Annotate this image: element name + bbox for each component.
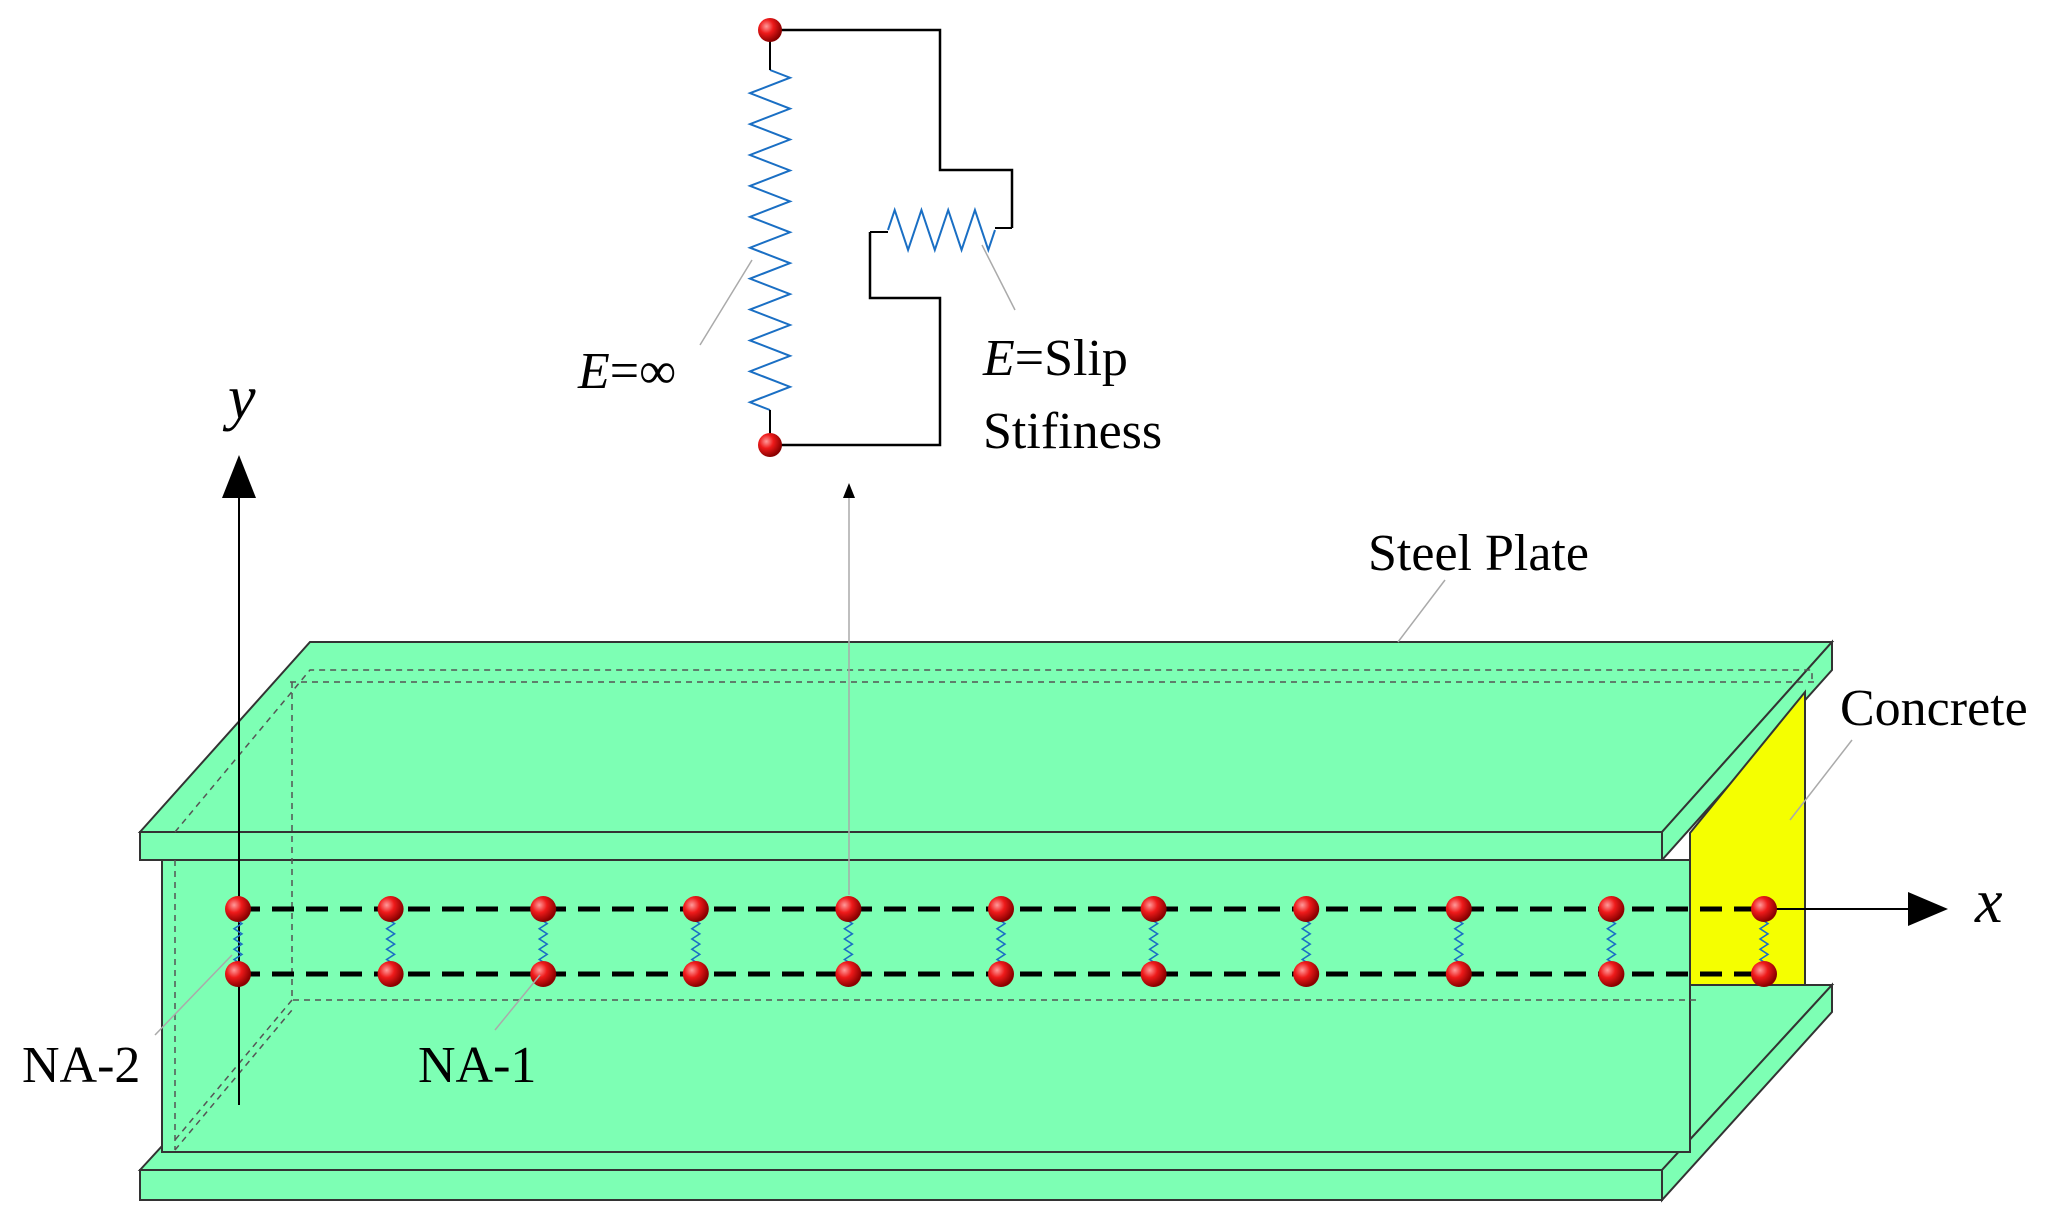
rigid-spring-leader	[699, 259, 753, 346]
rigid-spring-label-value: =∞	[610, 343, 676, 400]
interface-node-bottom	[1598, 961, 1625, 987]
y-axis-arrowhead	[222, 455, 256, 498]
interface-node-bottom	[1140, 961, 1167, 987]
interface-spring	[995, 920, 1007, 963]
interface-node-bottom	[835, 961, 862, 987]
interface-springs	[225, 896, 1777, 987]
interface-node-top	[1598, 896, 1625, 922]
interface-node-bottom	[1751, 961, 1777, 987]
slip-spring	[887, 206, 996, 254]
interface-node-bottom	[1445, 961, 1472, 987]
interface-node-bottom	[988, 961, 1014, 987]
hidden-edges	[174, 669, 1815, 1151]
interface-spring	[1453, 920, 1465, 963]
na1-leader	[494, 974, 541, 1031]
interface-spring	[232, 920, 244, 963]
beam	[137, 639, 1835, 1203]
interface-node-top	[1445, 896, 1472, 922]
concrete-label: Concrete	[1840, 680, 2028, 737]
detail-bottom-node	[758, 433, 782, 457]
interface-node-top	[1140, 896, 1167, 922]
x-axis	[1762, 892, 1948, 926]
interface-spring	[690, 920, 702, 963]
interface-spring	[1606, 920, 1617, 963]
interface-node-bottom	[1293, 961, 1320, 987]
interface-node-top	[682, 896, 709, 922]
na1-label: NA-1	[418, 1037, 536, 1094]
slip-spring-label-value: =Slip	[1015, 330, 1128, 387]
x-axis-label: x	[1974, 868, 2003, 936]
rigid-spring	[747, 69, 793, 411]
detail-leader-arrowhead	[843, 483, 855, 498]
steel-plate-label: Steel Plate	[1368, 525, 1589, 582]
x-axis-arrowhead	[1908, 892, 1948, 926]
interface-node-bottom	[377, 961, 404, 987]
interface-node-top	[225, 896, 251, 922]
concrete-leader	[1789, 739, 1853, 821]
interface-node-top	[835, 896, 862, 922]
interface-spring	[1758, 920, 1770, 963]
na2-leader	[154, 954, 233, 1036]
top-flange-end-face	[1661, 639, 1833, 863]
interface-node-top	[377, 896, 404, 922]
rigid-spring-label-e: E	[577, 343, 610, 400]
slip-spring-label-e: E	[982, 330, 1015, 387]
interface-node-top	[1293, 896, 1320, 922]
interface-spring	[1300, 920, 1312, 963]
bottom-flange-front-face	[139, 1169, 1663, 1201]
interface-node-top	[1751, 896, 1777, 922]
detail-frame-lower	[770, 232, 942, 447]
top-flange-front-face	[139, 831, 1663, 861]
y-axis-label: y	[222, 364, 256, 432]
interface-spring	[843, 920, 854, 963]
leader-lines	[154, 244, 1853, 1036]
interface-node-bottom	[530, 961, 557, 987]
slip-spring-leader	[981, 244, 1016, 311]
detail-frame	[770, 28, 1014, 228]
rigid-spring-label: E=∞	[577, 343, 676, 400]
interface-spring	[537, 920, 549, 963]
interface-node-bottom	[682, 961, 709, 987]
na2-label: NA-2	[22, 1037, 140, 1094]
interface-node-bottom	[225, 961, 251, 987]
slip-spring-label-line2: Stifiness	[983, 403, 1162, 460]
spring-element-detail	[747, 18, 1014, 457]
steel-plate-leader	[1397, 579, 1446, 643]
detail-top-node	[758, 18, 782, 42]
bottom-flange-end-face	[1661, 982, 1833, 1203]
slip-spring-label: E=Slip	[982, 330, 1128, 387]
interface-node-top	[988, 896, 1014, 922]
interface-spring	[385, 920, 396, 963]
y-axis	[222, 455, 256, 1105]
interface-node-top	[530, 896, 557, 922]
interface-spring	[1148, 920, 1159, 963]
